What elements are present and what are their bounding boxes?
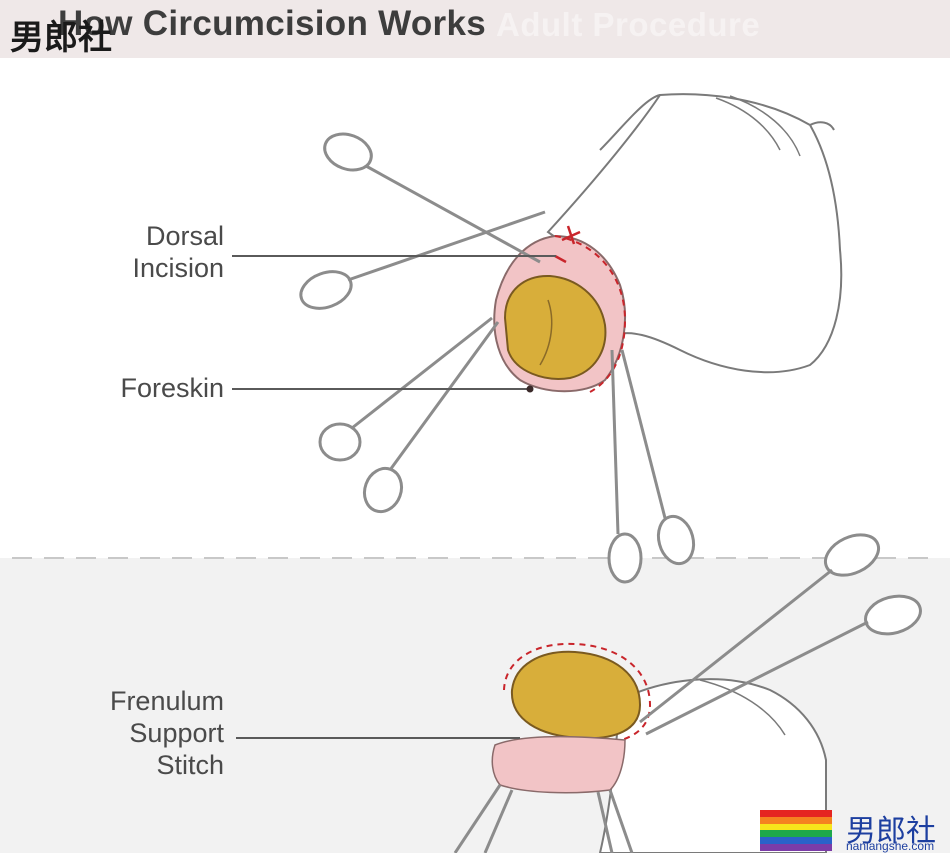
- scissors-bottom: [639, 533, 922, 736]
- watermark-url: nanlangshe.com: [846, 839, 935, 853]
- label-foreskin: Foreskin: [120, 373, 224, 403]
- flag-stripe: [760, 837, 832, 845]
- clamp-left-top: [318, 316, 500, 514]
- dorsal-incision-mark: [554, 225, 581, 264]
- label-dorsal-line1: Dorsal: [145, 221, 224, 251]
- watermark-text-top: 男郎社: [10, 18, 112, 58]
- watermark-logo-text: 男郎社: [846, 814, 936, 849]
- flag-stripe: [760, 844, 832, 851]
- glans-shape-bottom: [510, 650, 642, 740]
- label-frenulum-support-stitch: Frenulum Support Stitch: [110, 685, 224, 781]
- flag-stripe: [760, 816, 832, 824]
- label-dorsal-line2: Incision: [132, 253, 224, 283]
- label-frenulum-line1: Frenulum: [109, 686, 224, 716]
- glans-shape-top: [503, 274, 607, 380]
- flag-stripe: [760, 823, 832, 831]
- glans-cut-outline-bottom: [503, 642, 652, 746]
- label-dorsal-incision: Dorsal Incision: [132, 220, 224, 284]
- header-bar: How Circumcision Works Adult Procedure: [0, 0, 950, 58]
- pointer-foreskin-dot: [526, 385, 534, 393]
- rainbow-flag-icon: [760, 810, 832, 851]
- watermark-logo: 男郎社 nanlangshe.com: [760, 808, 950, 853]
- clamps-bottom: [453, 784, 634, 853]
- flag-stripe: [760, 810, 832, 817]
- diagram-title: How Circumcision Works: [58, 4, 486, 43]
- diagram-subtitle: Adult Procedure: [496, 6, 761, 43]
- foreskin-band-bottom: [491, 735, 626, 794]
- clamp-right-top: [607, 349, 696, 584]
- foreskin-cut-outline-top: [554, 235, 627, 393]
- label-frenulum-line2: Support: [129, 718, 224, 748]
- scissors-top: [299, 132, 546, 310]
- label-frenulum-line3: Stitch: [156, 750, 224, 780]
- flag-stripe: [760, 830, 832, 838]
